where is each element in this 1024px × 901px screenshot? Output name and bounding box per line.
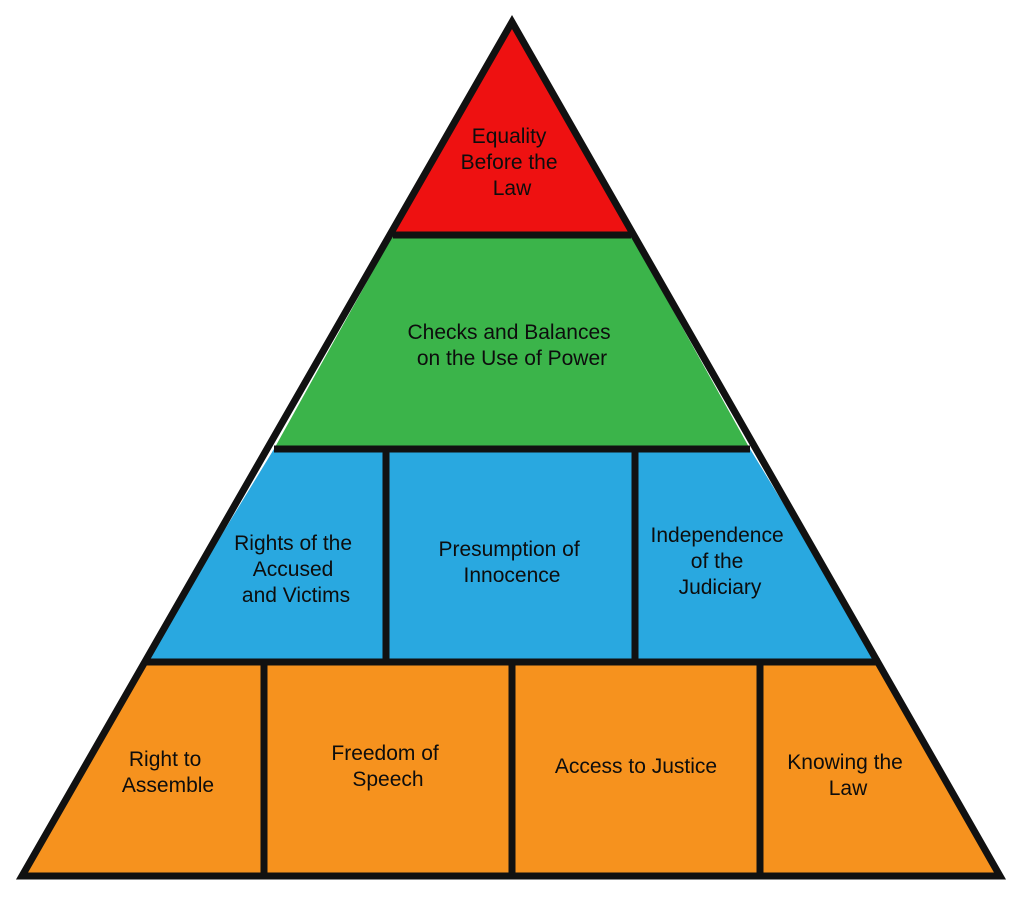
base-block-3 bbox=[512, 662, 760, 876]
tier3-label-line: Innocence bbox=[464, 564, 561, 587]
tier3-block-1 bbox=[144, 449, 386, 662]
base-label-line: Right to bbox=[129, 748, 201, 771]
tier3-label-2: Presumption of Innocence bbox=[438, 538, 585, 587]
apex-block bbox=[393, 22, 631, 235]
base-label-line: Speech bbox=[352, 768, 423, 791]
tier3-block-3 bbox=[635, 449, 880, 662]
tier3-block-2 bbox=[386, 449, 635, 662]
base-label-line: Knowing the bbox=[787, 751, 903, 774]
base-label-line: Law bbox=[829, 777, 868, 800]
tier2-label: Checks and Balances on the Use of Power bbox=[408, 321, 617, 370]
base-label-4: Knowing the Law bbox=[787, 751, 908, 800]
base-block-1 bbox=[22, 662, 264, 876]
tier3-label-line: Judiciary bbox=[679, 576, 762, 599]
tier3-label-line: Independence bbox=[651, 524, 784, 547]
tier3-label-line: Accused bbox=[253, 558, 334, 581]
base-label-1: Right to Assemble bbox=[122, 748, 214, 797]
tier2-block bbox=[274, 235, 750, 449]
tier3-label-line: of the bbox=[691, 550, 744, 573]
tier2-label-line: on the Use of Power bbox=[417, 347, 607, 370]
apex-label: Equality Before the Law bbox=[461, 125, 564, 200]
base-label-2: Freedom of Speech bbox=[331, 742, 444, 791]
base-label-line: Access to Justice bbox=[555, 755, 717, 778]
pyramid-outline bbox=[15, 14, 1007, 880]
apex-label-line: Equality bbox=[472, 125, 547, 148]
tier3-label-line: and Victims bbox=[242, 584, 350, 607]
base-block-4 bbox=[760, 662, 1000, 876]
tier3-label-1: Rights of the Accused and Victims bbox=[234, 532, 358, 607]
apex-label-line: Law bbox=[493, 177, 532, 200]
base-label-3: Access to Justice bbox=[555, 755, 717, 778]
base-label-line: Freedom of bbox=[331, 742, 439, 765]
tier3-label-line: Rights of the bbox=[234, 532, 352, 555]
apex-label-line: Before the bbox=[461, 151, 558, 174]
base-label-line: Assemble bbox=[122, 774, 214, 797]
tier3-label-3: Independence of the Judiciary bbox=[651, 524, 790, 599]
tier3-label-line: Presumption of bbox=[438, 538, 579, 561]
base-block-2 bbox=[264, 662, 512, 876]
tier2-label-line: Checks and Balances bbox=[408, 321, 611, 344]
